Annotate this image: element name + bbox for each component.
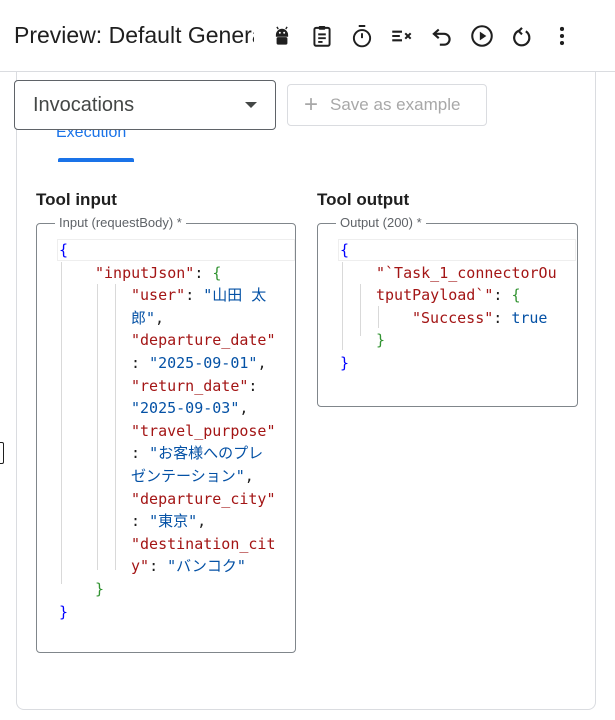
tool-output-code: { "`Task_1_connectorOu tputPayload`": { … [340,239,557,375]
code-line: "2025-09-03", [131,399,249,418]
indent-guide [97,284,98,570]
code-line: ゼンテーション", [131,466,254,485]
code-line: : "東京", [131,512,207,531]
current-line-highlight [338,239,576,261]
save-as-example-label: Save as example [330,95,461,114]
indent-guide [115,284,116,570]
code-line: } [376,331,386,350]
code-line: "inputJson": { [95,263,222,282]
code-line: "destination_cit [131,534,276,553]
code-line: "travel_purpose" [131,421,276,440]
code-line: { [59,241,69,259]
timer-icon[interactable] [342,16,382,56]
plus-icon: + [304,91,319,118]
code-line: "user": "山田 太 [131,286,267,305]
play-icon[interactable] [462,16,502,56]
undo-icon[interactable] [422,16,462,56]
code-line: } [59,602,69,621]
indent-guide [360,284,361,336]
clipboard-icon[interactable] [302,16,342,56]
code-line: { [340,241,350,259]
more-vert-icon[interactable] [542,16,582,56]
code-line: "departure_date" [131,331,276,350]
indent-guide [378,306,379,328]
header-toolbar [262,16,582,56]
code-line: } [95,579,105,598]
code-line: : "2025-09-01", [131,353,267,372]
reset-icon[interactable] [502,16,542,56]
code-line: "Success": true [412,308,548,327]
code-line: "`Task_1_connectorOu [376,263,557,282]
drag-handle[interactable] [0,442,4,464]
tool-input-editor[interactable]: Input (requestBody) * { "inputJson": { "… [36,215,296,653]
tool-output-legend: Output (200) * [336,215,426,230]
android-icon[interactable] [262,16,302,56]
tab-execution-indicator [58,158,134,162]
tool-input-heading: Tool input [36,190,117,209]
code-line: "return_date": [131,376,258,395]
code-line: } [340,353,350,372]
invocations-select-value: Invocations [33,93,135,116]
code-line: 郎", [131,308,165,327]
chevron-down-icon [245,102,257,108]
tool-input-code: { "inputJson": { "user": "山田 太 郎", "depa… [59,239,276,623]
code-line: "departure_city" [131,489,276,508]
code-line: tputPayload`": { [376,286,521,305]
tool-output-editor[interactable]: Output (200) * { "`Task_1_connectorOu tp… [317,215,578,407]
save-as-example-button[interactable]: + Save as example [287,84,487,126]
invocations-select[interactable]: Invocations [14,80,276,130]
current-line-highlight [57,239,295,261]
indent-guide [342,262,343,350]
indent-guide [61,262,62,584]
tool-output-heading: Tool output [317,190,410,209]
code-line: : "お客様へのプレ [131,444,264,463]
preview-panel [16,72,596,710]
clear-checklist-icon[interactable] [382,16,422,56]
preview-title: Preview: Default Genera [14,22,254,48]
tool-input-legend: Input (requestBody) * [55,215,186,230]
code-line: y": "バンコク" [131,557,246,576]
preview-header: Preview: Default Genera [0,0,615,72]
